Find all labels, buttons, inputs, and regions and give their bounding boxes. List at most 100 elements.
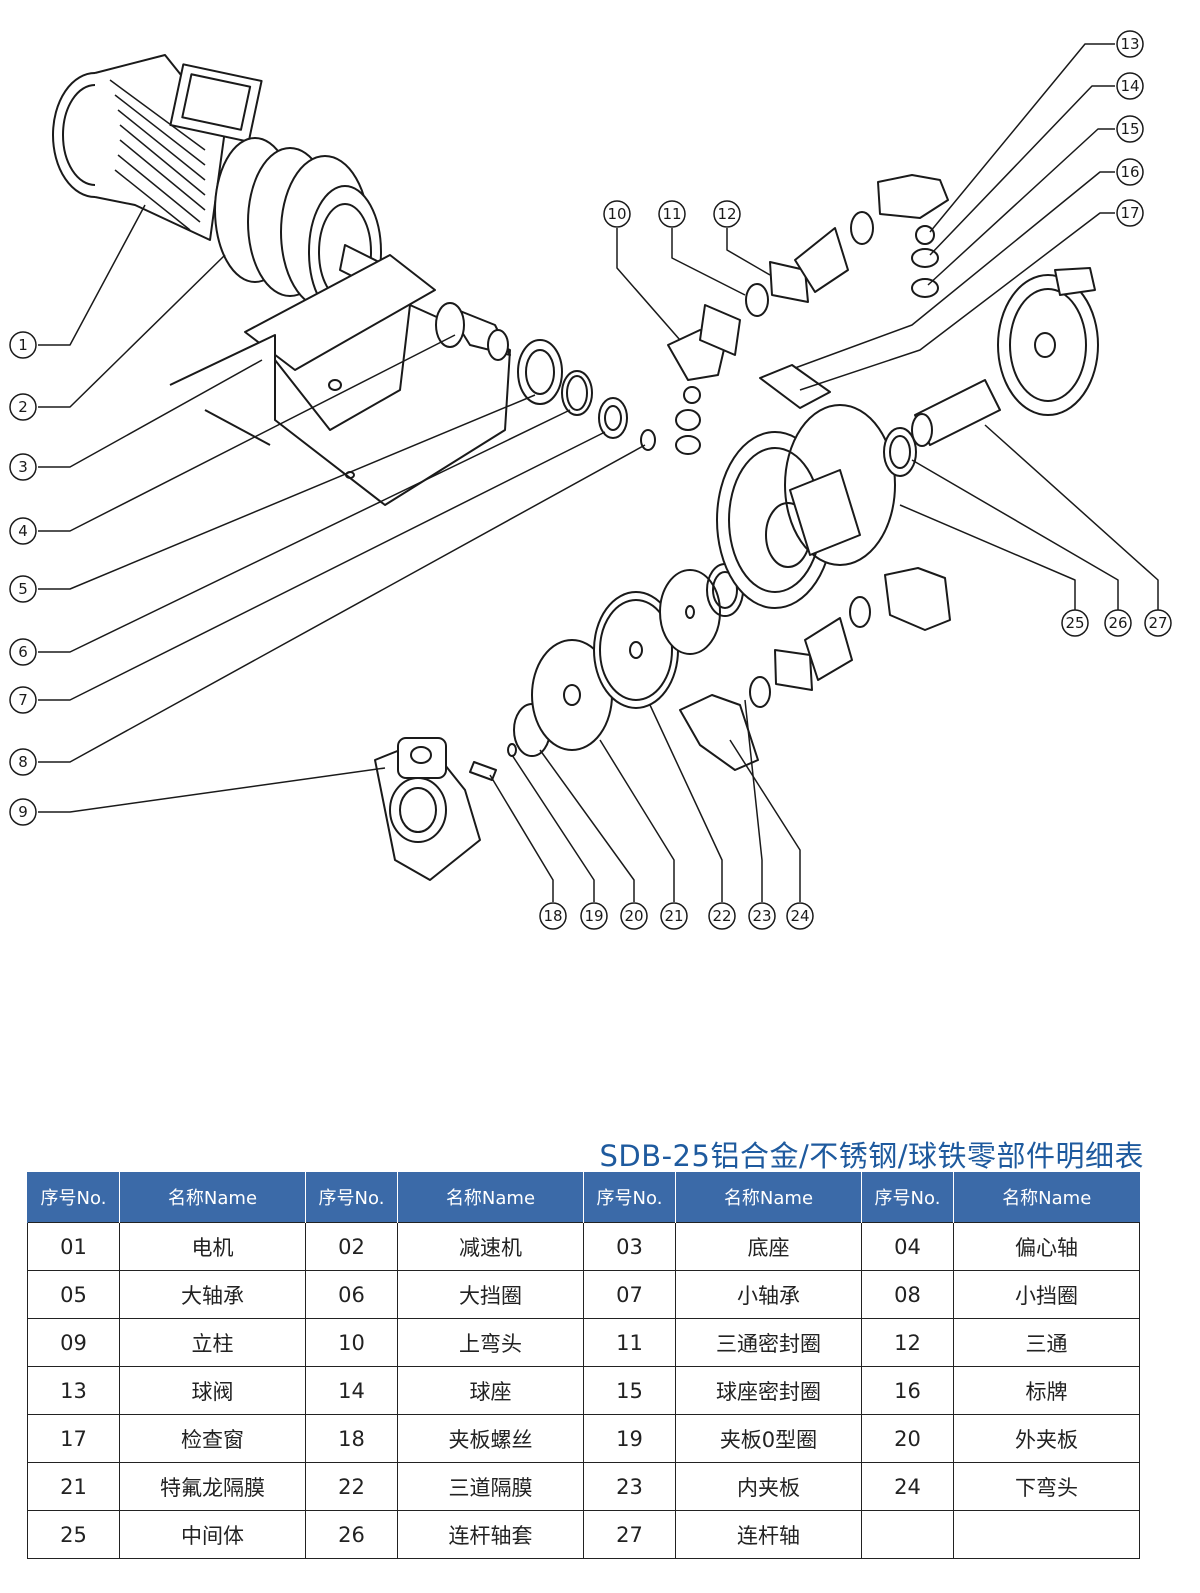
part-name-cell: 偏心轴 bbox=[953, 1222, 1140, 1271]
part-number-cell: 08 bbox=[861, 1270, 954, 1319]
callout-8: 8 bbox=[9, 748, 37, 776]
callout-4: 4 bbox=[9, 517, 37, 545]
part-number-cell: 02 bbox=[305, 1222, 398, 1271]
part-name-cell bbox=[953, 1510, 1140, 1559]
part-big-bearing bbox=[517, 339, 563, 405]
part-name-cell: 三道隔膜 bbox=[397, 1462, 584, 1511]
part-name-cell: 特氟龙隔膜 bbox=[119, 1462, 306, 1511]
part-name-cell: 三通密封圈 bbox=[675, 1318, 862, 1367]
callout-23: 23 bbox=[748, 902, 776, 930]
callout-label: 19 bbox=[584, 907, 603, 925]
part-name-cell: 球阀 bbox=[119, 1366, 306, 1415]
part-name-cell: 标牌 bbox=[953, 1366, 1140, 1415]
callout-label: 22 bbox=[712, 907, 731, 925]
callout-label: 13 bbox=[1120, 35, 1139, 53]
part-number-cell: 10 bbox=[305, 1318, 398, 1367]
part-number-cell: 25 bbox=[27, 1510, 120, 1559]
header-no: 序号No. bbox=[305, 1172, 398, 1223]
part-lower-tee bbox=[774, 617, 853, 691]
callout-9: 9 bbox=[9, 798, 37, 826]
part-inner-plate bbox=[659, 569, 721, 655]
part-number-cell: 03 bbox=[583, 1222, 676, 1271]
part-name-cell: 三通 bbox=[953, 1318, 1140, 1367]
part-name-cell: 球座 bbox=[397, 1366, 584, 1415]
header-no: 序号No. bbox=[27, 1172, 120, 1223]
callout-7: 7 bbox=[9, 686, 37, 714]
callout-label: 4 bbox=[18, 522, 28, 540]
exploded-parts-drawing: 1234567891011121314151617181920212223242… bbox=[9, 30, 1172, 930]
callout-label: 8 bbox=[18, 753, 28, 771]
callout-20: 20 bbox=[620, 902, 648, 930]
part-name-cell: 小挡圈 bbox=[953, 1270, 1140, 1319]
header-no: 序号No. bbox=[583, 1172, 676, 1223]
callout-14: 14 bbox=[1116, 72, 1144, 100]
callout-label: 20 bbox=[624, 907, 643, 925]
part-number-cell: 15 bbox=[583, 1366, 676, 1415]
callout-label: 10 bbox=[607, 205, 626, 223]
callout-26: 26 bbox=[1104, 609, 1132, 637]
callout-label: 15 bbox=[1120, 120, 1139, 138]
callout-25: 25 bbox=[1061, 609, 1089, 637]
callout-label: 6 bbox=[18, 643, 28, 661]
callout-18: 18 bbox=[539, 902, 567, 930]
callout-label: 23 bbox=[752, 907, 771, 925]
callout-24: 24 bbox=[786, 902, 814, 930]
callout-label: 16 bbox=[1120, 163, 1139, 181]
callout-label: 7 bbox=[18, 691, 28, 709]
callout-label: 25 bbox=[1065, 614, 1084, 632]
callout-label: 2 bbox=[18, 398, 28, 416]
callout-label: 14 bbox=[1120, 77, 1139, 95]
callout-6: 6 bbox=[9, 638, 37, 666]
part-big-ring bbox=[561, 370, 593, 416]
callout-label: 9 bbox=[18, 803, 28, 821]
part-inspection-window bbox=[759, 364, 831, 409]
part-upper-elbow bbox=[667, 304, 741, 381]
part-tee bbox=[769, 227, 849, 303]
part-number-cell: 22 bbox=[305, 1462, 398, 1511]
part-number-cell: 04 bbox=[861, 1222, 954, 1271]
part-number-cell: 21 bbox=[27, 1462, 120, 1511]
part-name-cell: 连杆轴套 bbox=[397, 1510, 584, 1559]
callout-label: 5 bbox=[18, 580, 28, 598]
callout-22: 22 bbox=[708, 902, 736, 930]
callout-1: 1 bbox=[9, 331, 37, 359]
callout-2: 2 bbox=[9, 393, 37, 421]
callout-label: 18 bbox=[543, 907, 562, 925]
part-number-cell: 27 bbox=[583, 1510, 676, 1559]
part-name-cell: 球座密封圈 bbox=[675, 1366, 862, 1415]
callout-3: 3 bbox=[9, 453, 37, 481]
parts-table: 序号No. 名称Name 序号No. 名称Name 序号No. 名称Name 序… bbox=[27, 1172, 1140, 1559]
part-name-cell: 小轴承 bbox=[675, 1270, 862, 1319]
callout-label: 11 bbox=[662, 205, 681, 223]
callout-label: 27 bbox=[1148, 614, 1167, 632]
callout-label: 1 bbox=[18, 336, 28, 354]
header-no: 序号No. bbox=[861, 1172, 954, 1223]
part-right-cover bbox=[997, 267, 1099, 416]
callout-11: 11 bbox=[658, 200, 686, 228]
header-name: 名称Name bbox=[397, 1172, 584, 1223]
callout-27: 27 bbox=[1144, 609, 1172, 637]
part-name-cell: 内夹板 bbox=[675, 1462, 862, 1511]
part-name-cell: 减速机 bbox=[397, 1222, 584, 1271]
callout-5: 5 bbox=[9, 575, 37, 603]
callout-16: 16 bbox=[1116, 158, 1144, 186]
part-name-cell: 上弯头 bbox=[397, 1318, 584, 1367]
callout-13: 13 bbox=[1116, 30, 1144, 58]
part-number-cell: 26 bbox=[305, 1510, 398, 1559]
part-connecting-rod bbox=[911, 379, 1001, 447]
part-number-cell: 18 bbox=[305, 1414, 398, 1463]
table-header-row: 序号No. 名称Name 序号No. 名称Name 序号No. 名称Name 序… bbox=[27, 1172, 1140, 1223]
part-number-cell: 23 bbox=[583, 1462, 676, 1511]
callout-21: 21 bbox=[660, 902, 688, 930]
part-number-cell: 24 bbox=[861, 1462, 954, 1511]
header-name: 名称Name bbox=[119, 1172, 306, 1223]
part-name-cell: 电机 bbox=[119, 1222, 306, 1271]
part-name-cell: 底座 bbox=[675, 1222, 862, 1271]
part-name-cell: 夹板螺丝 bbox=[397, 1414, 584, 1463]
header-name: 名称Name bbox=[675, 1172, 862, 1223]
